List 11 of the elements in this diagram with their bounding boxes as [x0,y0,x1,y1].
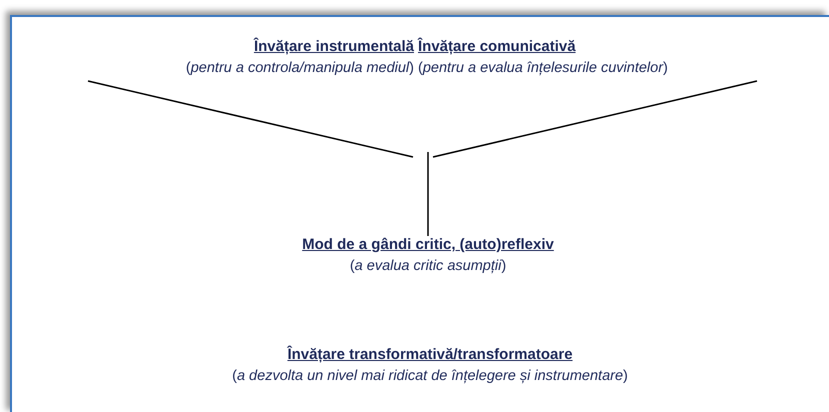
concept-description: (pentru a controla/manipula mediul) [186,60,414,76]
connector-line [88,80,414,158]
concept-heading: Învățare transformativă/transformatoare [287,346,573,363]
connector-line [427,152,429,236]
concept-heading: Mod de a gândi critic, (auto)reflexiv [302,236,554,253]
connector-line [432,80,758,158]
concept-description: (a dezvolta un nivel mai ridicat de înțelegere și instrumentare) [232,368,628,384]
concept-description: (pentru a evalua înțelesurile cuvintelor) [418,60,668,76]
concept-heading: Învățare comunicativă [418,38,576,55]
concept-heading: Învățare instrumentală [254,38,414,55]
concept-description: (a evalua critic asumpții) [350,258,506,274]
